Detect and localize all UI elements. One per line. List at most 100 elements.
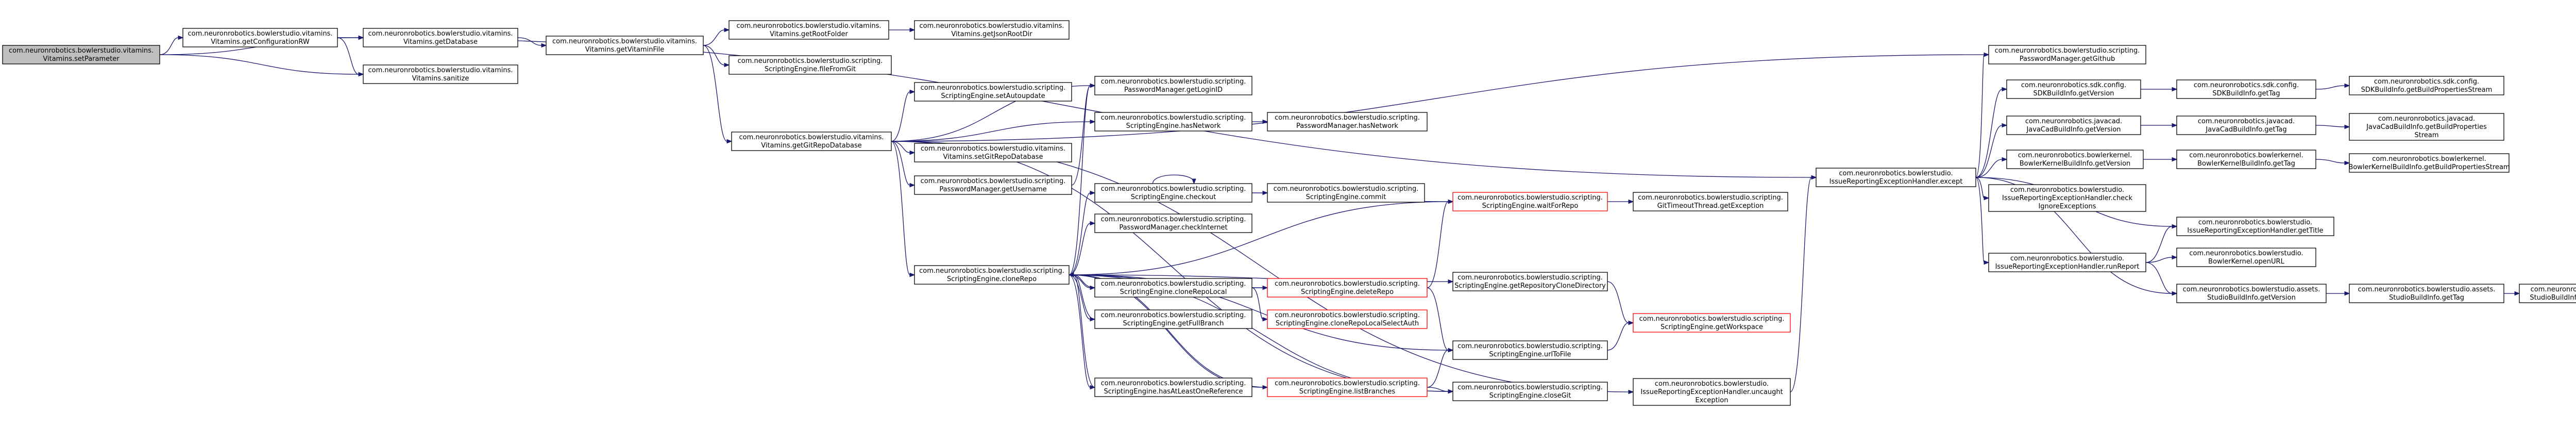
graph-node-checkIgnoreExceptions[interactable]: com.neuronrobotics.bowlerstudio.IssueRep… <box>1988 184 2146 212</box>
graph-node-cloneRepo[interactable]: com.neuronrobotics.bowlerstudio.scriptin… <box>914 265 1070 285</box>
node-label-line: com.neuronrobotics.bowlerstudio.scriptin… <box>1458 384 1603 391</box>
graph-node-fileFromGit[interactable]: com.neuronrobotics.bowlerstudio.scriptin… <box>728 55 892 75</box>
node-label-line: com.neuronrobotics.bowlerstudio.vitamins… <box>188 30 332 38</box>
graph-node-getJsonRootDir[interactable]: com.neuronrobotics.bowlerstudio.vitamins… <box>914 20 1070 40</box>
node-label-line: com.neuronrobotics.bowlerstudio.scriptin… <box>1458 342 1603 350</box>
graph-node-getVitaminFile[interactable]: com.neuronrobotics.bowlerstudio.vitamins… <box>546 36 704 55</box>
graph-node-getDatabase[interactable]: com.neuronrobotics.bowlerstudio.vitamins… <box>363 28 518 47</box>
graph-node-root[interactable]: com.neuronrobotics.bowlerstudio.vitamins… <box>2 45 160 64</box>
node-box <box>1452 340 1608 360</box>
graph-node-waitForRepo[interactable]: com.neuronrobotics.bowlerstudio.scriptin… <box>1452 192 1608 211</box>
graph-node-setAutoupdate[interactable]: com.neuronrobotics.bowlerstudio.scriptin… <box>914 82 1072 102</box>
node-label-line: BowlerKernel.openURL <box>2208 258 2284 266</box>
graph-node-uncaughtException[interactable]: com.neuronrobotics.bowlerstudio.IssueRep… <box>1633 378 1791 406</box>
node-box <box>1267 378 1428 397</box>
node-label-line: BowlerKernelBuildInfo.getBuildProperties… <box>2348 163 2510 171</box>
graph-node-cloneRepoLocalSelectAuth[interactable]: com.neuronrobotics.bowlerstudio.scriptin… <box>1267 309 1428 329</box>
graph-node-setGitRepoDatabase[interactable]: com.neuronrobotics.bowlerstudio.vitamins… <box>914 143 1072 162</box>
graph-node-getRepositoryCloneDirectory[interactable]: com.neuronrobotics.bowlerstudio.scriptin… <box>1452 272 1608 291</box>
graph-node-cloneRepoLocal[interactable]: com.neuronrobotics.bowlerstudio.scriptin… <box>1094 278 1252 298</box>
edge-line <box>2145 226 2173 263</box>
edge-getConfigurationRW-to-sanitize <box>337 37 364 77</box>
graph-node-getUsername[interactable]: com.neuronrobotics.bowlerstudio.scriptin… <box>914 175 1072 195</box>
edge-arrowhead <box>2172 224 2178 229</box>
graph-node-urlToFile[interactable]: com.neuronrobotics.bowlerstudio.scriptin… <box>1452 340 1608 360</box>
edge-line <box>1069 223 1091 275</box>
graph-node-getGithub[interactable]: com.neuronrobotics.bowlerstudio.scriptin… <box>1988 45 2146 64</box>
node-label-line: com.neuronrobotics.bowlerstudio.vitamins… <box>736 22 881 30</box>
graph-node-getWorkspace[interactable]: com.neuronrobotics.bowlerstudio.scriptin… <box>1633 313 1791 333</box>
graph-node-studioGetVersion[interactable]: com.neuronrobotics.bowlerstudio.assets.S… <box>2176 284 2327 303</box>
edge-getGitRepoDatabase-to-getUsername <box>891 141 916 188</box>
node-label-line: SDKBuildInfo.getVersion <box>2033 90 2114 97</box>
edge-except-to-kernelGetVersion <box>1975 157 2008 178</box>
node-box <box>2349 153 2510 173</box>
edge-getVitaminFile-to-getGitRepoDatabase <box>703 45 733 144</box>
node-box <box>2006 116 2141 135</box>
graph-node-kernelGetStream[interactable]: com.neuronrobotics.bowlerkernel.BowlerKe… <box>2348 153 2510 173</box>
edge-listBranches-to-closeGit <box>1427 387 1454 394</box>
graph-node-checkout[interactable]: com.neuronrobotics.bowlerstudio.scriptin… <box>1094 183 1252 203</box>
edge-arrowhead <box>1090 190 1096 195</box>
node-box <box>1816 168 1976 187</box>
node-label-line: com.neuronrobotics.bowlerstudio.assets. <box>2358 286 2496 293</box>
node-label-line: PasswordManager.getLoginID <box>1124 86 1223 94</box>
edge-arrowhead <box>358 72 364 77</box>
graph-node-getGitRepoDatabase[interactable]: com.neuronrobotics.bowlerstudio.vitamins… <box>731 132 892 151</box>
edge-arrowhead <box>541 43 547 48</box>
graph-node-javacadGetStream[interactable]: com.neuronrobotics.javacad.JavaCadBuildI… <box>2349 113 2504 141</box>
graph-node-studioGetStream[interactable]: com.neuronrobotics.bowlerstudio.assets.S… <box>2519 284 2576 303</box>
node-label-line: ScriptingEngine.commit <box>1306 193 1386 201</box>
graph-node-listBranches[interactable]: com.neuronrobotics.bowlerstudio.scriptin… <box>1267 378 1428 397</box>
node-label-line: com.neuronrobotics.sdk.config. <box>2374 78 2479 86</box>
edge-cloneRepoLocal-to-cloneRepoLocalSelectAuth <box>1251 287 1268 322</box>
node-box <box>1633 378 1791 406</box>
graph-node-kernelGetVersion[interactable]: com.neuronrobotics.bowlerkernel.BowlerKe… <box>2006 150 2144 169</box>
graph-node-javacadGetTag[interactable]: com.neuronrobotics.javacad.JavaCadBuildI… <box>2176 116 2316 135</box>
node-label-line: com.neuronrobotics.bowlerstudio.assets. <box>2531 286 2576 293</box>
node-label-line: com.neuronrobotics.bowlerstudio.scriptin… <box>1995 47 2140 55</box>
graph-node-checkInternet[interactable]: com.neuronrobotics.bowlerstudio.scriptin… <box>1094 214 1252 233</box>
edge-arrowhead <box>2002 157 2008 162</box>
edge-line <box>337 37 1812 178</box>
edge-line <box>2315 125 2345 127</box>
graph-node-sanitize[interactable]: com.neuronrobotics.bowlerstudio.vitamins… <box>363 64 518 84</box>
edge-cloneRepo-to-checkout <box>1069 190 1096 275</box>
node-label-line: com.neuronrobotics.bowlerstudio.scriptin… <box>921 84 1066 92</box>
graph-node-runReport[interactable]: com.neuronrobotics.bowlerstudio.IssueRep… <box>1988 253 2146 272</box>
node-label-line: JavaCadBuildInfo.getBuildProperties <box>2366 123 2487 131</box>
node-label-line: com.neuronrobotics.bowlerstudio.scriptin… <box>1458 194 1603 202</box>
node-label-line: IssueReportingExceptionHandler.except <box>1829 178 1963 186</box>
edge-except-to-getGithub <box>1975 52 1990 178</box>
edge-studioGetVersion-to-studioGetTag <box>2326 291 2350 296</box>
graph-node-hasNetwork[interactable]: com.neuronrobotics.bowlerstudio.scriptin… <box>1094 112 1252 132</box>
graph-node-getTitle[interactable]: com.neuronrobotics.bowlerstudio.IssueRep… <box>2176 217 2334 236</box>
node-label-line: com.neuronrobotics.bowlerstudio.scriptin… <box>919 267 1064 275</box>
graph-node-getConfigurationRW[interactable]: com.neuronrobotics.bowlerstudio.vitamins… <box>182 28 338 47</box>
graph-node-pmHasNetwork[interactable]: com.neuronrobotics.bowlerstudio.scriptin… <box>1267 112 1428 132</box>
graph-node-kernelGetTag[interactable]: com.neuronrobotics.bowlerkernel.BowlerKe… <box>2176 150 2316 169</box>
node-label-line: com.neuronrobotics.bowlerstudio. <box>2198 219 2312 226</box>
graph-node-getLoginID[interactable]: com.neuronrobotics.bowlerstudio.scriptin… <box>1094 76 1252 95</box>
edge-getConfigurationRW-to-except <box>337 37 1817 180</box>
graph-node-deleteRepo[interactable]: com.neuronrobotics.bowlerstudio.scriptin… <box>1267 278 1428 298</box>
graph-node-sdkGetStream[interactable]: com.neuronrobotics.sdk.config.SDKBuildIn… <box>2349 76 2504 95</box>
node-label-line: com.neuronrobotics.bowlerstudio.scriptin… <box>921 177 1066 185</box>
graph-node-hasAtLeastOneReference[interactable]: com.neuronrobotics.bowlerstudio.scriptin… <box>1094 378 1252 397</box>
graph-node-getFullBranch[interactable]: com.neuronrobotics.bowlerstudio.scriptin… <box>1094 309 1252 329</box>
graph-node-studioGetTag[interactable]: com.neuronrobotics.bowlerstudio.assets.S… <box>2349 284 2504 303</box>
edge-runReport-to-getTitle <box>2145 224 2178 263</box>
edge-root-to-getConfigurationRW <box>159 35 184 55</box>
node-box <box>728 20 889 40</box>
graph-node-javacadGetVersion[interactable]: com.neuronrobotics.javacad.JavaCadBuildI… <box>2006 116 2141 135</box>
graph-node-sdkGetVersion[interactable]: com.neuronrobotics.sdk.config.SDKBuildIn… <box>2006 79 2141 99</box>
graph-node-closeGit[interactable]: com.neuronrobotics.bowlerstudio.scriptin… <box>1452 382 1608 401</box>
graph-node-commit[interactable]: com.neuronrobotics.bowlerstudio.scriptin… <box>1267 183 1425 203</box>
graph-node-except[interactable]: com.neuronrobotics.bowlerstudio.IssueRep… <box>1816 168 1976 187</box>
graph-node-getRootFolder[interactable]: com.neuronrobotics.bowlerstudio.vitamins… <box>728 20 889 40</box>
graph-node-openURL[interactable]: com.neuronrobotics.bowlerstudio.BowlerKe… <box>2176 248 2316 267</box>
graph-node-timeoutGetException[interactable]: com.neuronrobotics.bowlerstudio.scriptin… <box>1633 192 1788 211</box>
node-label-line: com.neuronrobotics.bowlerstudio.assets. <box>2183 286 2320 293</box>
graph-node-sdkGetTag[interactable]: com.neuronrobotics.sdk.config.SDKBuildIn… <box>2176 79 2316 99</box>
edge-line <box>1069 192 1091 275</box>
